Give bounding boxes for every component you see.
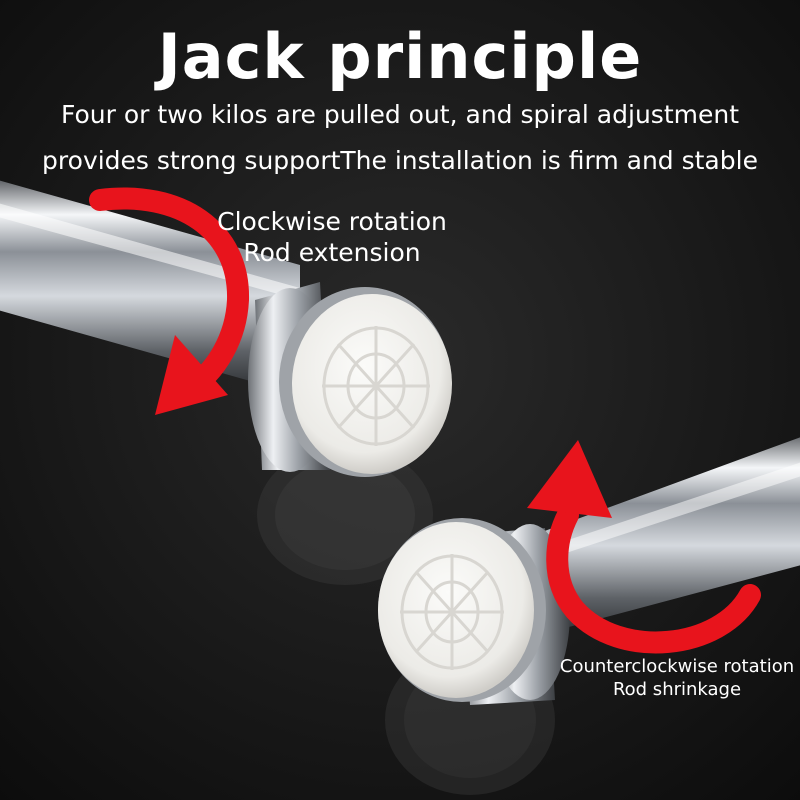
counterclockwise-callout: Counterclockwise rotation Rod shrinkage [558, 655, 796, 701]
page-title: Jack principle [157, 20, 643, 93]
clockwise-callout: Clockwise rotation Rod extension [212, 206, 452, 268]
upper-cap-reflection [257, 445, 433, 585]
subtitle-line-2: provides strong supportThe installation … [42, 146, 758, 175]
rod-extension-label: Rod extension [243, 238, 421, 267]
subtitle-line-1: Four or two kilos are pulled out, and sp… [60, 100, 739, 129]
clockwise-label: Clockwise rotation [217, 207, 447, 236]
lower-rod [520, 437, 800, 640]
counterclockwise-arrow [527, 440, 761, 654]
rod-shrinkage-label: Rod shrinkage [612, 679, 742, 700]
lower-end-cap [378, 518, 570, 705]
counterclockwise-label: Counterclockwise rotation [559, 656, 795, 677]
upper-end-cap [248, 282, 452, 477]
clockwise-arrow [89, 187, 250, 415]
